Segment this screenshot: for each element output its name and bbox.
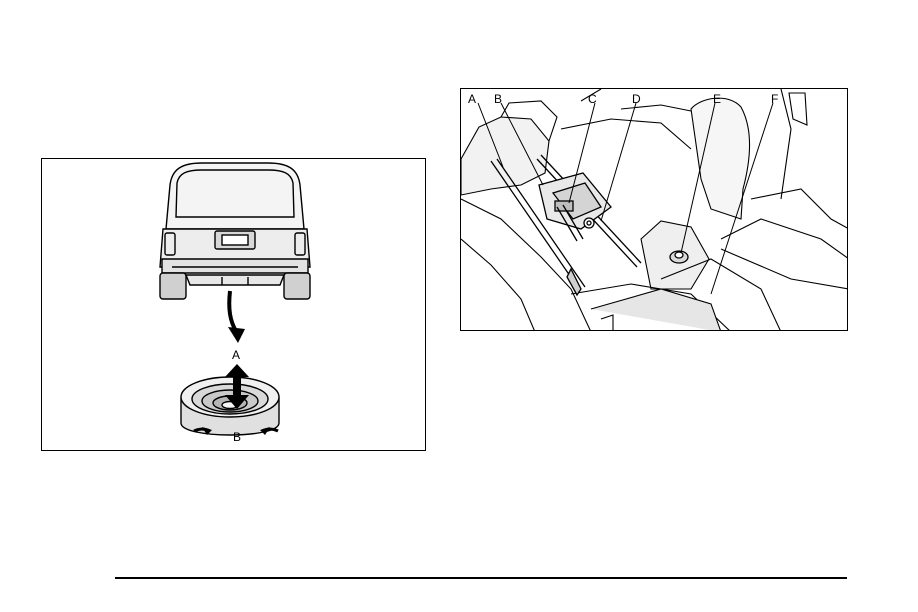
label-b: B [494, 92, 502, 106]
lowering-arrow [228, 291, 245, 343]
page-footer-rule [115, 577, 847, 579]
vehicle-and-spare-tire-drawing: A B [42, 159, 426, 451]
label-d: D [632, 92, 641, 106]
jack-tools-storage-illustration: A B C D E F [460, 88, 848, 331]
label-f: F [771, 92, 778, 106]
spare-tire-lowering-illustration: A B [41, 158, 426, 451]
label-b: B [233, 430, 241, 444]
cargo-area-background [461, 89, 848, 331]
label-c: C [588, 92, 597, 106]
spare-tire [181, 377, 279, 435]
label-a: A [232, 348, 240, 362]
jack-and-tools-drawing: A B C D E F [461, 89, 848, 331]
vehicle-rear-view [160, 163, 310, 299]
label-e: E [713, 92, 721, 106]
label-a: A [468, 92, 476, 106]
